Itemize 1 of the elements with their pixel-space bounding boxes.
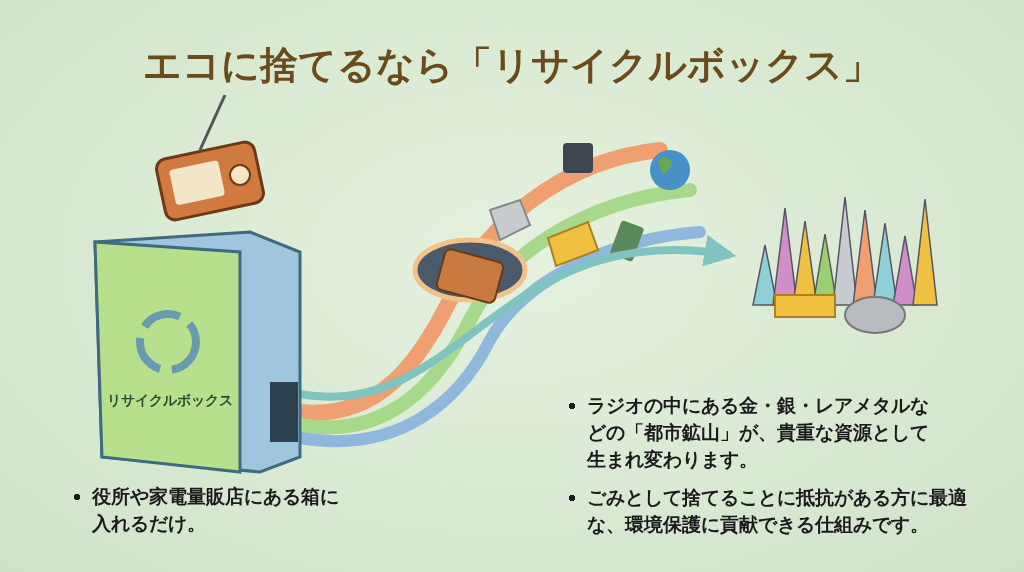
title: エコに捨てるなら「リサイクルボックス」	[142, 42, 882, 89]
